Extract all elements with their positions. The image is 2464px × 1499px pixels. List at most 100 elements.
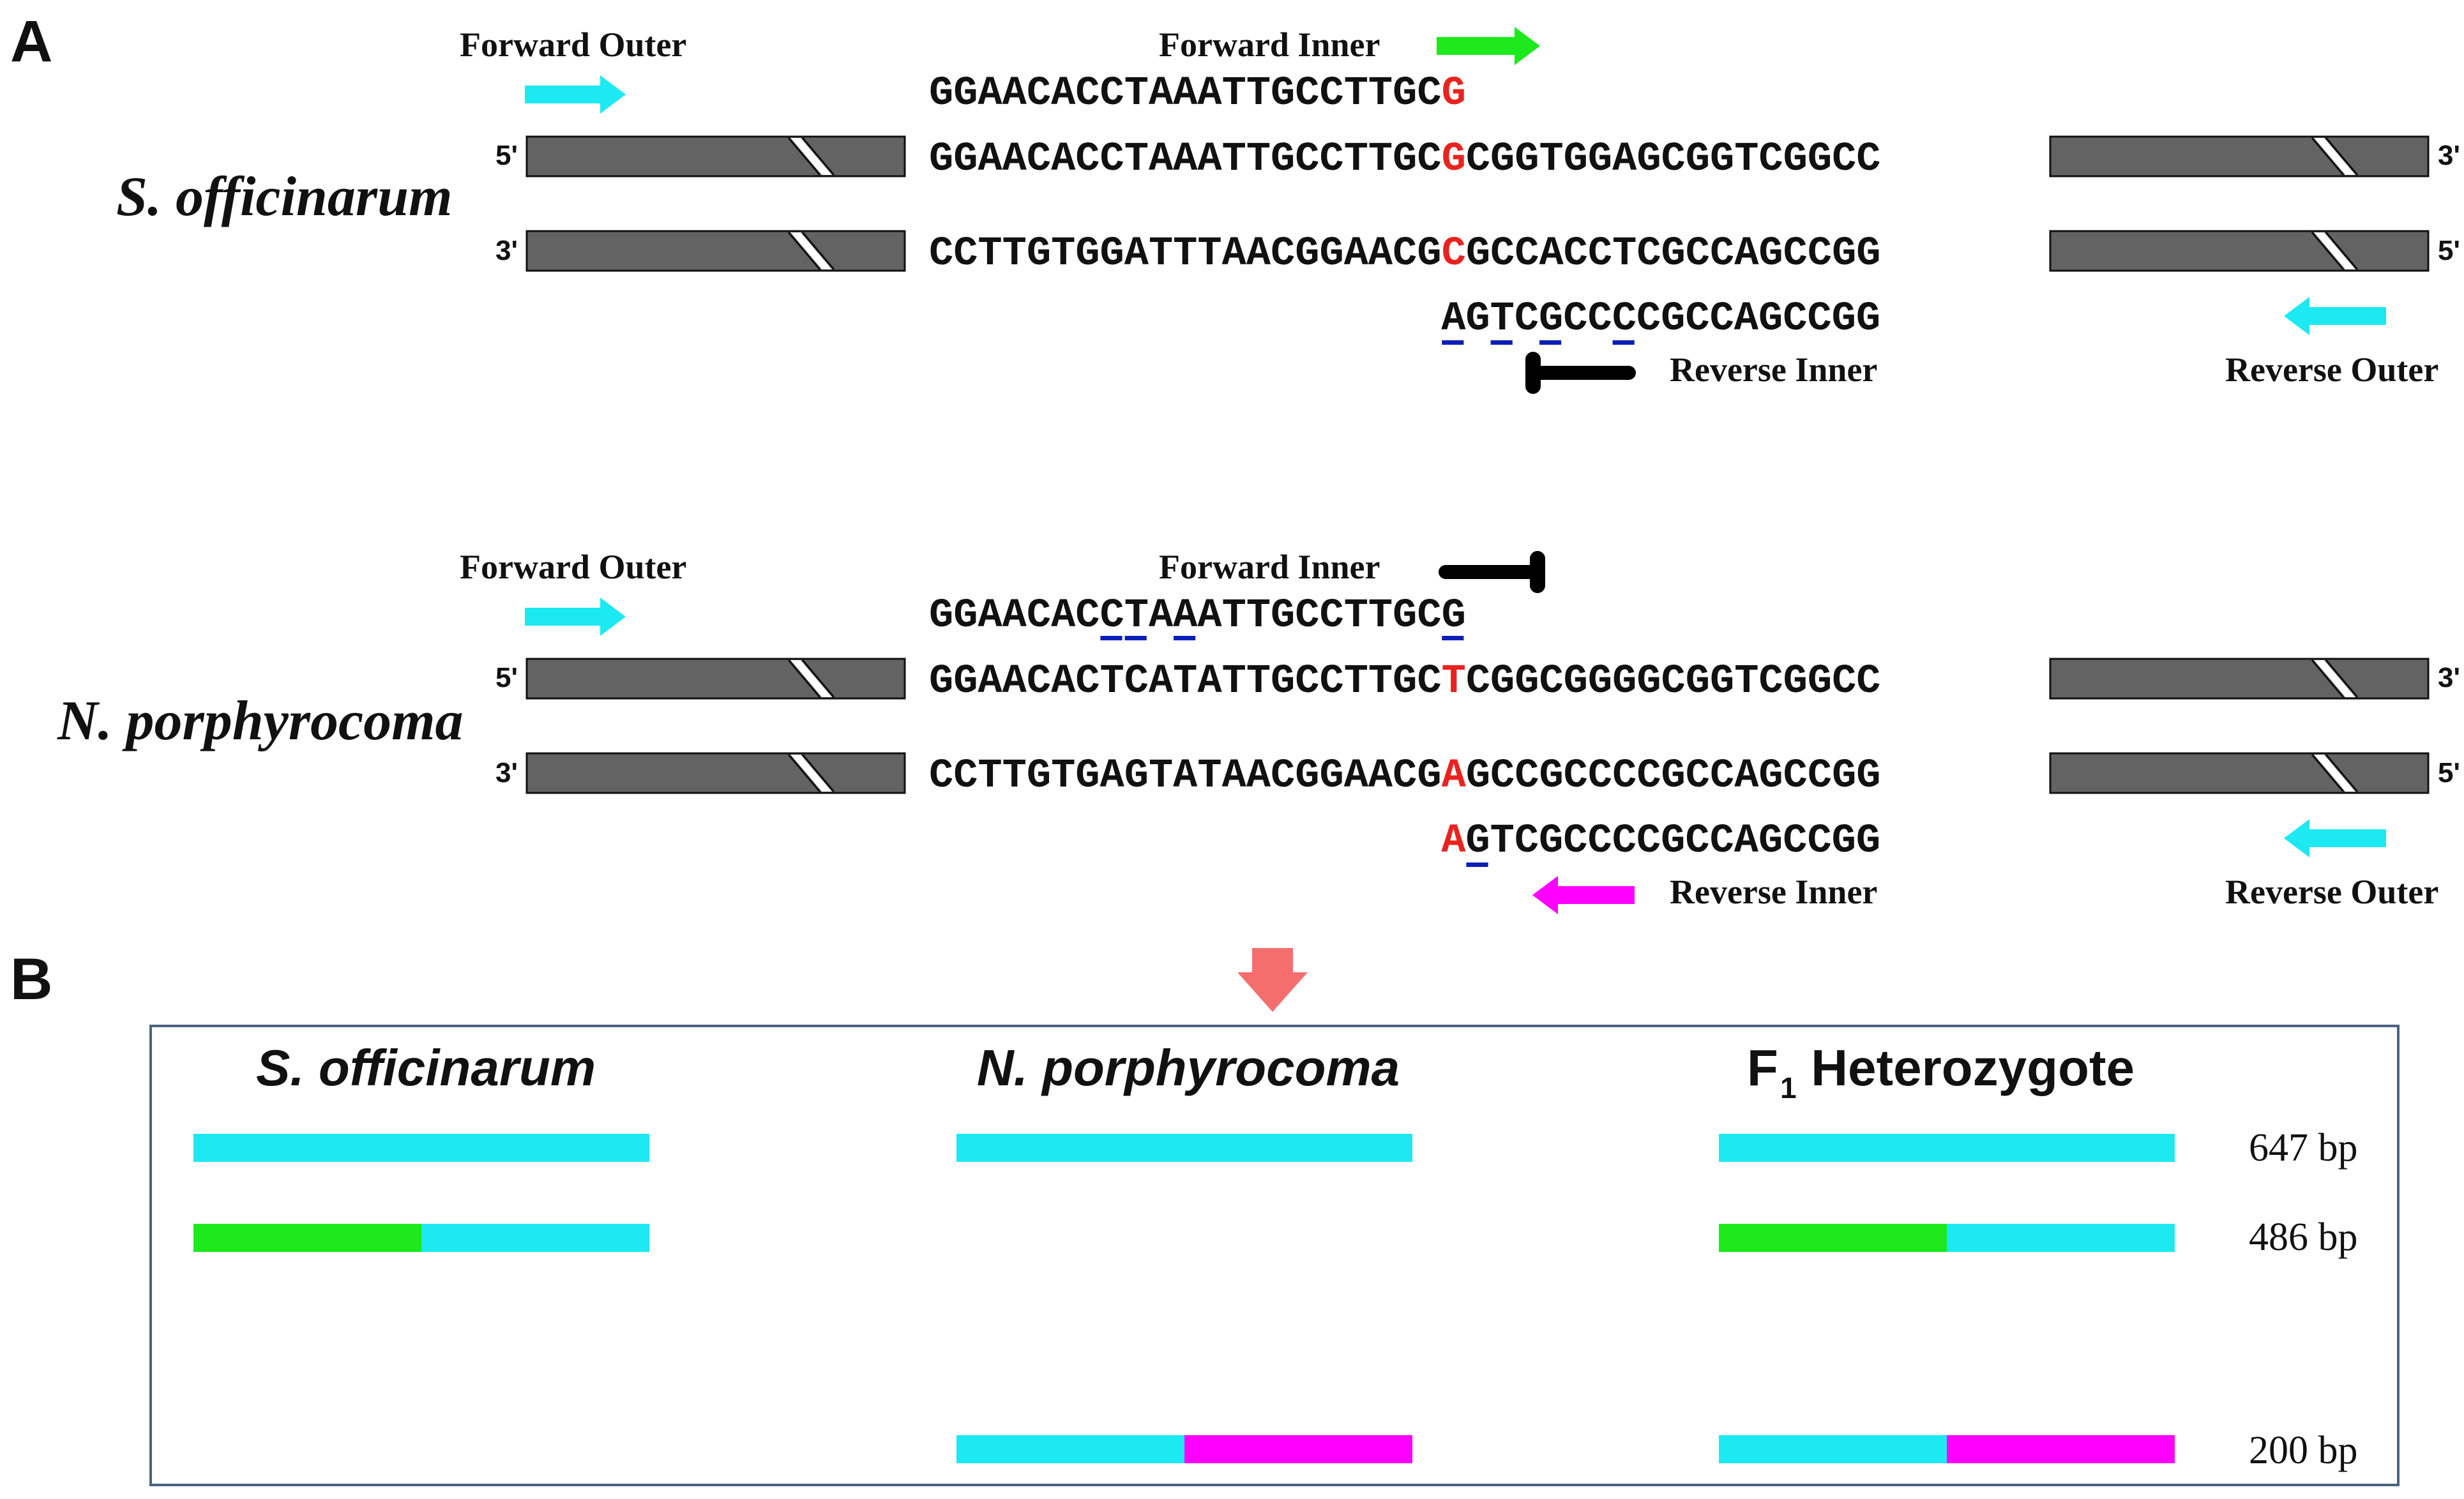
primer-seq: GGAACACCTAAATTGCCTTGC — [929, 593, 1442, 639]
mismatch-underline — [1442, 340, 1464, 345]
dna-block-left — [525, 752, 906, 794]
gel-band — [1719, 1134, 2175, 1162]
gel-band — [1719, 1224, 2175, 1252]
snp-base: A — [1442, 753, 1467, 799]
band-size-label-647: 647 bp — [2249, 1126, 2358, 1170]
strand-pre: GGAACACTCATATTGCCTTGC — [929, 659, 1442, 705]
band-segment — [1947, 1435, 2175, 1463]
prime-label-left: 5' — [495, 662, 518, 693]
strand-post: CGGCGGGGCGGTCGGCC — [1466, 659, 1881, 705]
band-size-label-200: 200 bp — [2249, 1429, 2358, 1472]
dna-block-left — [525, 658, 906, 700]
mismatch-underline — [1124, 636, 1147, 640]
bottom-strand-seq: CCTTGTGAGTATAACGGAACGAGCCGCCCCGCCAGCCGG — [929, 753, 1881, 799]
snp-base: G — [1442, 137, 1466, 183]
mismatch-underline — [1466, 862, 1488, 867]
reverse-outer-label: Reverse Outer — [2225, 350, 2438, 389]
mismatch-underline — [1174, 636, 1196, 640]
primer-rest: GTCGCCCCGCCAGCCGG — [1465, 818, 1880, 864]
gel-band — [956, 1134, 1412, 1162]
band-segment — [193, 1224, 421, 1252]
forward-outer-label: Forward Outer — [460, 548, 686, 586]
blocked-tee-icon — [1439, 551, 1545, 593]
column-title-n-porphyrocoma: N. porphyrocoma — [977, 1039, 1400, 1096]
primer-last-base: G — [1442, 593, 1466, 639]
panel-label-a: A — [10, 9, 52, 74]
mismatch-underline — [1442, 636, 1464, 640]
magenta-arrow-icon — [1532, 876, 1635, 914]
strand-post: GCCGCCCCGCCAGCCGG — [1466, 753, 1881, 799]
snp-base: T — [1442, 659, 1466, 705]
gel-bands — [193, 1134, 2175, 1463]
reverse-outer-arrow-icon — [2284, 819, 2386, 857]
prime-label-right: 5' — [2438, 757, 2460, 788]
primer-last-base: G — [1442, 71, 1466, 117]
dna-block-right — [2049, 752, 2430, 794]
dna-block-left — [525, 230, 906, 272]
band-segment — [1184, 1435, 1412, 1463]
forward-inner-label: Forward Inner — [1159, 26, 1380, 64]
dna-block-right — [2049, 658, 2430, 700]
forward-inner-primer: GGAACACCTAAATTGCCTTGCG — [929, 593, 1466, 639]
species-name: S. officinarum — [116, 166, 453, 228]
column-title-f1-subscript: 1 — [1780, 1071, 1797, 1104]
mismatch-underline — [1100, 636, 1122, 640]
prime-label-left: 3' — [495, 757, 518, 788]
dna-block-left — [525, 135, 906, 177]
forward-outer-arrow-icon — [525, 75, 626, 114]
gel-panel — [149, 1025, 2400, 1486]
band-segment — [1947, 1224, 2175, 1252]
band-segment — [1719, 1224, 1947, 1252]
forward-outer-label: Forward Outer — [460, 26, 686, 64]
prime-label-right: 5' — [2438, 235, 2460, 266]
dna-block-right — [2049, 230, 2430, 272]
gel-band — [193, 1134, 649, 1162]
bottom-strand-seq: CCTTGTGGATTTAACGGAACGCGCCACCTCGCCAGCCGG — [929, 231, 1881, 277]
forward-inner-label: Forward Inner — [1159, 548, 1380, 586]
column-title-s-officinarum: S. officinarum — [256, 1039, 596, 1096]
dna-block-right — [2049, 135, 2430, 177]
column-title-f1-rest: Heterozygote — [1797, 1039, 2135, 1096]
strand-pre: GGAACACCTAAATTGCCTTGC — [929, 137, 1442, 183]
prime-label-right: 3' — [2438, 140, 2460, 171]
forward-outer-arrow-icon — [525, 598, 626, 636]
band-segment — [956, 1435, 1184, 1463]
band-segment — [956, 1134, 1412, 1162]
reverse-inner-primer: AGTCGCCCCGCCAGCCGG — [1441, 818, 1880, 864]
mismatch-underline — [1612, 340, 1635, 345]
green-arrow-icon — [1437, 27, 1540, 65]
strand-post: CGGTGGAGCGGTCGGCC — [1466, 137, 1881, 183]
strand-post: GCCACCTCGCCAGCCGG — [1466, 231, 1881, 277]
reverse-outer-arrow-icon — [2284, 297, 2386, 335]
gel-band — [1719, 1435, 2175, 1463]
forward-inner-primer: GGAACACCTAAATTGCCTTGCG — [929, 71, 1466, 117]
band-segment — [1719, 1435, 1947, 1463]
column-title-f1-heterozygote: F 1 Heterozygote — [1747, 1039, 2135, 1104]
primer-first-base: A — [1441, 818, 1466, 864]
mismatch-underline — [1539, 340, 1562, 345]
gel-band — [956, 1435, 1412, 1463]
prime-label-left: 3' — [495, 235, 518, 266]
band-size-label-486: 486 bp — [2249, 1216, 2358, 1259]
species-name: N. porphyrocoma — [57, 690, 464, 752]
gel-band — [193, 1224, 649, 1252]
prime-label-left: 5' — [495, 140, 518, 171]
reverse-outer-label: Reverse Outer — [2225, 873, 2438, 911]
strand-pre: CCTTGTGAGTATAACGGAACG — [929, 753, 1442, 799]
blocked-tee-icon — [1525, 352, 1636, 394]
band-segment — [193, 1134, 649, 1162]
band-segment — [421, 1224, 649, 1252]
down-arrow-icon — [1237, 948, 1308, 1012]
snp-base: C — [1442, 231, 1466, 277]
reverse-inner-label: Reverse Inner — [1670, 350, 1877, 389]
top-strand-seq: GGAACACTCATATTGCCTTGCTCGGCGGGGCGGTCGGCC — [929, 659, 1881, 705]
species-block-s-officinarum: S. officinarum Forward Outer Forward Inner… — [116, 26, 2460, 394]
strand-pre: CCTTGTGGATTTAACGGAACG — [929, 231, 1442, 277]
prime-label-right: 3' — [2438, 662, 2460, 693]
species-block-n-porphyrocoma: N. porphyrocoma Forward Outer Forward Inne… — [57, 548, 2460, 914]
reverse-inner-primer: AGTCGCCCCGCCAGCCGG — [1441, 296, 1880, 342]
top-strand-seq: GGAACACCTAAATTGCCTTGCGCGGTGGAGCGGTCGGCC — [929, 137, 1881, 183]
column-title-f1-main: F — [1747, 1039, 1778, 1096]
band-segment — [1719, 1134, 2175, 1162]
reverse-inner-label: Reverse Inner — [1670, 873, 1877, 911]
